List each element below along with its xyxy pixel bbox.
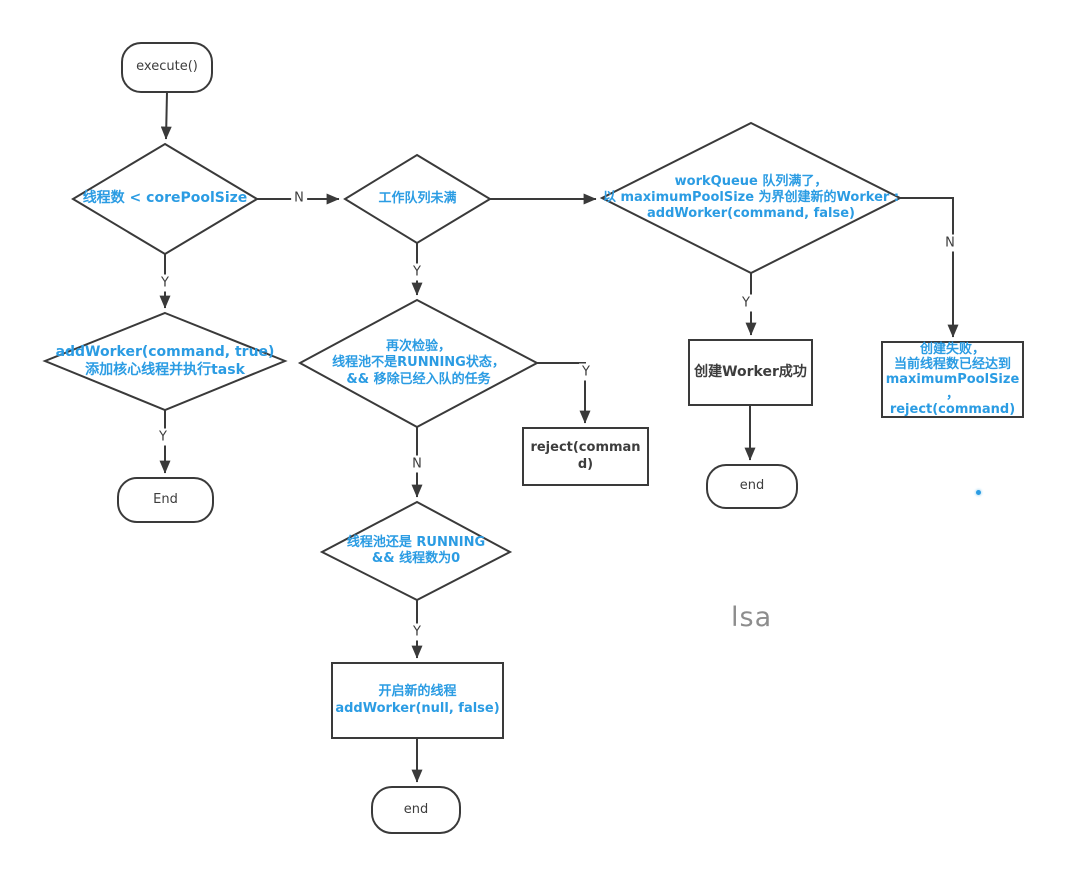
edge-label-core-yes: Y xyxy=(158,274,172,292)
decision-recheck-label: 再次检验， 线程池不是RUNNING状态， && 移除已经入队的任务 xyxy=(300,300,537,427)
decision-max-line: addWorker(command, false) xyxy=(647,206,855,222)
start-label-text: execute() xyxy=(136,59,198,75)
edge-label-addcore-yes: Y xyxy=(156,428,170,446)
decision-recheck-line: 线程池不是RUNNING状态， xyxy=(332,355,505,371)
end-mid-shape xyxy=(371,786,461,834)
end-right-text: end xyxy=(739,478,765,494)
decision-queue-label: 工作队列未满 xyxy=(345,155,490,243)
decision-running-shape xyxy=(319,500,513,602)
edge-label-recheck-no: N xyxy=(409,455,425,473)
decision-core-line: 线程数 < corePoolSize xyxy=(82,190,248,207)
start-node-shape xyxy=(121,42,213,93)
reject-box-label: reject(comman d) xyxy=(523,428,648,485)
reject-box-shape xyxy=(522,427,649,486)
decision-addcore-line: addWorker(command, true) xyxy=(55,344,275,360)
fail-line: reject(command) xyxy=(889,402,1016,417)
decision-max-label: workQueue 队列满了， 以 maximumPoolSize 为界创建新的… xyxy=(602,123,900,273)
newthread-box-shape xyxy=(331,662,504,739)
decision-running-line: 线程池还是 RUNNING xyxy=(346,534,486,550)
fail-box-label: 创建失败， 当前线程数已经达到 maximumPoolSize ， reject… xyxy=(882,342,1023,417)
workerok-text: 创建Worker成功 xyxy=(694,363,807,380)
decision-addcore-shape xyxy=(42,311,288,412)
decision-max-line: 以 maximumPoolSize 为界创建新的Worker : xyxy=(602,189,900,205)
end-right-label: end xyxy=(707,465,797,508)
decision-max-shape xyxy=(599,121,903,275)
end-left-text: End xyxy=(153,491,178,507)
decision-recheck-line: && 移除已经入队的任务 xyxy=(346,371,491,387)
edge-label-max-no: N xyxy=(942,234,958,252)
end-left-label: End xyxy=(118,478,213,522)
end-left-shape xyxy=(117,477,214,523)
stray-dot-icon xyxy=(976,490,981,495)
decision-max-line: workQueue 队列满了， xyxy=(674,173,828,189)
decision-core-shape xyxy=(71,142,259,256)
edge-max-no-to-fail xyxy=(900,197,959,338)
end-right-shape xyxy=(706,464,798,509)
edge-label-core-no: N xyxy=(291,189,307,207)
fail-line: 创建失败， xyxy=(919,342,985,357)
edge-label-max-yes: Y xyxy=(739,294,753,312)
workerok-box-label: 创建Worker成功 xyxy=(689,340,812,405)
edge-label-recheck-yes: Y xyxy=(579,363,593,381)
edge-label-running-yes: Y xyxy=(410,623,424,641)
decision-queue-shape xyxy=(343,153,492,245)
decision-addcore-label: addWorker(command, true) 添加核心线程并执行task xyxy=(45,313,285,410)
watermark: lsa xyxy=(731,602,773,633)
newthread-line: addWorker(null, false) xyxy=(335,700,500,716)
edge-label-queue-yes: Y xyxy=(410,263,424,281)
decision-recheck-shape xyxy=(297,298,540,429)
decision-queue-line: 工作队列未满 xyxy=(378,190,457,206)
start-node-label: execute() xyxy=(122,43,212,92)
edge-start-to-core xyxy=(160,91,172,140)
end-mid-label: end xyxy=(372,787,460,833)
workerok-box-shape xyxy=(688,339,813,406)
fail-line: 当前线程数已经达到 xyxy=(893,357,1011,372)
fail-line: ， xyxy=(945,387,959,402)
fail-line: maximumPoolSize xyxy=(885,372,1020,387)
end-mid-text: end xyxy=(403,801,429,817)
reject-line: d) xyxy=(577,456,594,472)
decision-recheck-line: 再次检验， xyxy=(385,339,451,355)
decision-running-line: && 线程数为0 xyxy=(371,551,461,566)
newthread-line: 开启新的线程 xyxy=(378,684,457,700)
fail-box-shape xyxy=(881,341,1024,418)
edge-recheck-yes-to-reject xyxy=(537,362,591,424)
newthread-box-label: 开启新的线程 addWorker(null, false) xyxy=(332,663,503,738)
decision-running-label: 线程池还是 RUNNING && 线程数为0 xyxy=(322,502,510,600)
reject-line: reject(comman xyxy=(530,440,641,456)
decision-core-label: 线程数 < corePoolSize xyxy=(73,144,257,254)
decision-addcore-line: 添加核心线程并执行task xyxy=(85,361,245,378)
